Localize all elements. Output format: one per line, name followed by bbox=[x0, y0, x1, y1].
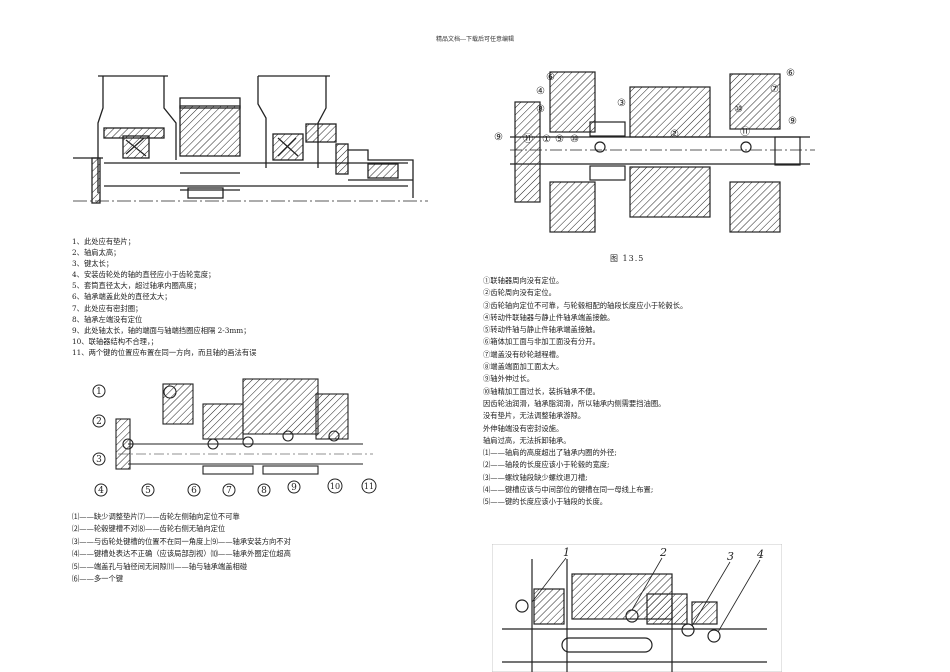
list-item: ⑤转动件轴与静止件轴承端盖接触。 bbox=[483, 325, 600, 335]
list-item: ⑷——键槽应该与中间部位的键槽在同一母线上布置; bbox=[483, 485, 654, 495]
callout-4: 4 bbox=[756, 548, 764, 561]
right-error-list: ①联轴器周向没有定位。 ②齿轮周向没有定位。 ③齿轮轴向定位不可靠，与轮毂相配的… bbox=[483, 275, 687, 509]
list-item: 1、此处应有垫片； bbox=[72, 237, 136, 246]
figure-13-5: ⑥ ⑥ ⑦ ④ ⑧ ③ ⑩ ⑨ ⑪ ① ⑤ ⑩ ② ⑪ ⑨ bbox=[490, 62, 820, 242]
bottom-left-error-list: ⑴——缺少调整垫片⑺——齿轮左侧轴向定位不可靠 ⑵——轮毂键槽不对⑻——齿轮右侧… bbox=[72, 511, 291, 585]
list-item: ⑵——轮毂键槽不对⑻——齿轮右侧无轴向定位 bbox=[72, 524, 226, 534]
shaft-drawing-2: 1 2 3 4 5 6 7 8 9 10 11 bbox=[92, 378, 377, 497]
list-item: ⑴——轴肩的高度超出了轴承内圈的外径; bbox=[483, 448, 617, 458]
marker-7: ⑦ bbox=[770, 84, 779, 95]
list-item: 7、此处应有密封圈； bbox=[72, 303, 143, 313]
callout-4: 4 bbox=[98, 486, 104, 496]
list-item: 4、安装齿轮处的轴的直径应小于齿轮宽度； bbox=[72, 270, 216, 280]
callout-1: 1 bbox=[96, 387, 102, 397]
callout-11: 11 bbox=[364, 482, 374, 491]
marker-10b: ⑩ bbox=[570, 134, 579, 145]
list-item: ①联轴器周向没有定位。 bbox=[483, 276, 564, 285]
list-item: 8、轴承左端没有定位 bbox=[72, 314, 143, 324]
list-item: 外伸轴端没有密封设施。 bbox=[483, 423, 564, 433]
callout-3: 3 bbox=[727, 550, 734, 563]
list-item: ⑨轴外伸过长。 bbox=[483, 374, 535, 384]
list-item: ⑸——端盖孔与轴径间无间隙⑾——轴与轴承端盖相碰 bbox=[72, 561, 248, 571]
marker-6b: ⑥ bbox=[786, 68, 795, 79]
marker-11a: ⑪ bbox=[523, 133, 533, 145]
figure-shaft-assembly-2: 1 2 3 4 5 6 7 8 9 10 11 bbox=[88, 374, 388, 504]
marker-6a: ⑥ bbox=[546, 72, 555, 83]
marker-9b: ⑨ bbox=[788, 116, 797, 127]
list-item: ⑹——多一个键 bbox=[72, 573, 124, 583]
list-item: 因齿轮油润滑，轴承脂润滑，所以轴承内侧需要挡油圈。 bbox=[483, 398, 666, 408]
marker-8: ⑧ bbox=[536, 104, 545, 115]
marker-1: ① bbox=[542, 134, 551, 145]
list-item: ②齿轮周向没有定位。 bbox=[483, 288, 556, 298]
list-item: ⑷——键槽处表达不正确（应该局部剖视）⑽——轴承外圈定位超高 bbox=[72, 549, 291, 559]
callout-10: 10 bbox=[330, 482, 340, 491]
callout-2: 2 bbox=[659, 546, 667, 559]
list-item: ⑧端盖端面加工面太大。 bbox=[483, 362, 564, 372]
list-item: 6、轴承端盖此处的直径太大； bbox=[72, 292, 172, 302]
list-item: ③齿轮轴向定位不可靠，与轮毂相配的轴段长度应小于轮毂长。 bbox=[483, 300, 688, 310]
callout-6: 6 bbox=[191, 486, 197, 496]
list-item: ⑶——螺纹轴段缺少螺纹退刀槽; bbox=[483, 472, 588, 482]
list-item: 3、键太长； bbox=[72, 259, 114, 269]
list-item: ⑸——键的长度应该小于轴段的长度。 bbox=[483, 497, 608, 507]
page-header: 精品文档---下载后可任意编辑 bbox=[435, 36, 515, 43]
marker-9a: ⑨ bbox=[494, 132, 503, 143]
list-item: ⑴——缺少调整垫片⑺——齿轮左侧轴向定位不可靠 bbox=[72, 512, 240, 521]
shaft-drawing-1 bbox=[73, 75, 428, 204]
list-item: 没有垫片，无法调整轴承游隙。 bbox=[483, 411, 586, 421]
callout-1: 1 bbox=[563, 546, 570, 559]
shaft-drawing-13-5: ⑥ ⑥ ⑦ ④ ⑧ ③ ⑩ ⑨ ⑪ ① ⑤ ⑩ ② ⑪ ⑨ bbox=[494, 68, 815, 233]
list-item: 10、联轴器结构不合理，； bbox=[72, 336, 158, 346]
callout-2: 2 bbox=[96, 417, 102, 427]
marker-11b: ⑪ bbox=[740, 126, 750, 138]
marker-2: ② bbox=[670, 129, 679, 140]
left-error-list: 1、此处应有垫片； 2、轴肩太高； 3、键太长； 4、安装齿轮处的轴的直径应小于… bbox=[72, 236, 256, 358]
callout-5: 5 bbox=[145, 486, 151, 496]
callout-7: 7 bbox=[226, 486, 232, 496]
list-item: ⑵——轴段的长度应该小于轮毂的宽度; bbox=[483, 460, 610, 470]
list-item: ④转动件联轴器与静止件轴承端盖接触。 bbox=[483, 312, 615, 322]
callout-9: 9 bbox=[291, 483, 297, 493]
figure-shaft-assembly-3: 1 2 3 4 bbox=[492, 544, 782, 672]
list-item: 2、轴肩太高； bbox=[72, 248, 121, 258]
figure-shaft-assembly-1 bbox=[68, 68, 438, 216]
marker-5: ⑤ bbox=[555, 134, 564, 145]
list-item: ⑥箱体加工面与非加工面没有分开。 bbox=[483, 337, 600, 347]
list-item: ⑶——与齿轮处键槽的位置不在同一角度上⑼——轴承安装方向不对 bbox=[72, 536, 291, 546]
list-item: 9、此处轴太长，轴的端面与轴端挡圈应相隔 2-3mm； bbox=[72, 325, 251, 335]
marker-3: ③ bbox=[617, 98, 626, 109]
list-item: ⑦端盖没有砂轮越程槽。 bbox=[483, 349, 564, 359]
list-item: 11、两个键的位置应布置在同一方向，而且轴的画法有误 bbox=[72, 347, 257, 357]
figure-caption: 图 13.5 bbox=[610, 254, 645, 263]
callout-8: 8 bbox=[261, 486, 267, 496]
marker-10a: ⑩ bbox=[734, 104, 743, 115]
callout-3: 3 bbox=[96, 455, 102, 465]
shaft-drawing-3: 1 2 3 4 bbox=[492, 544, 782, 672]
marker-4: ④ bbox=[536, 86, 545, 97]
list-item: ⑩轴精加工面过长，装拆轴承不便。 bbox=[483, 386, 600, 396]
list-item: 5、套筒直径太大，超过轴承内圈高度； bbox=[72, 281, 201, 291]
list-item: 轴肩过高，无法拆卸轴承。 bbox=[483, 435, 571, 445]
